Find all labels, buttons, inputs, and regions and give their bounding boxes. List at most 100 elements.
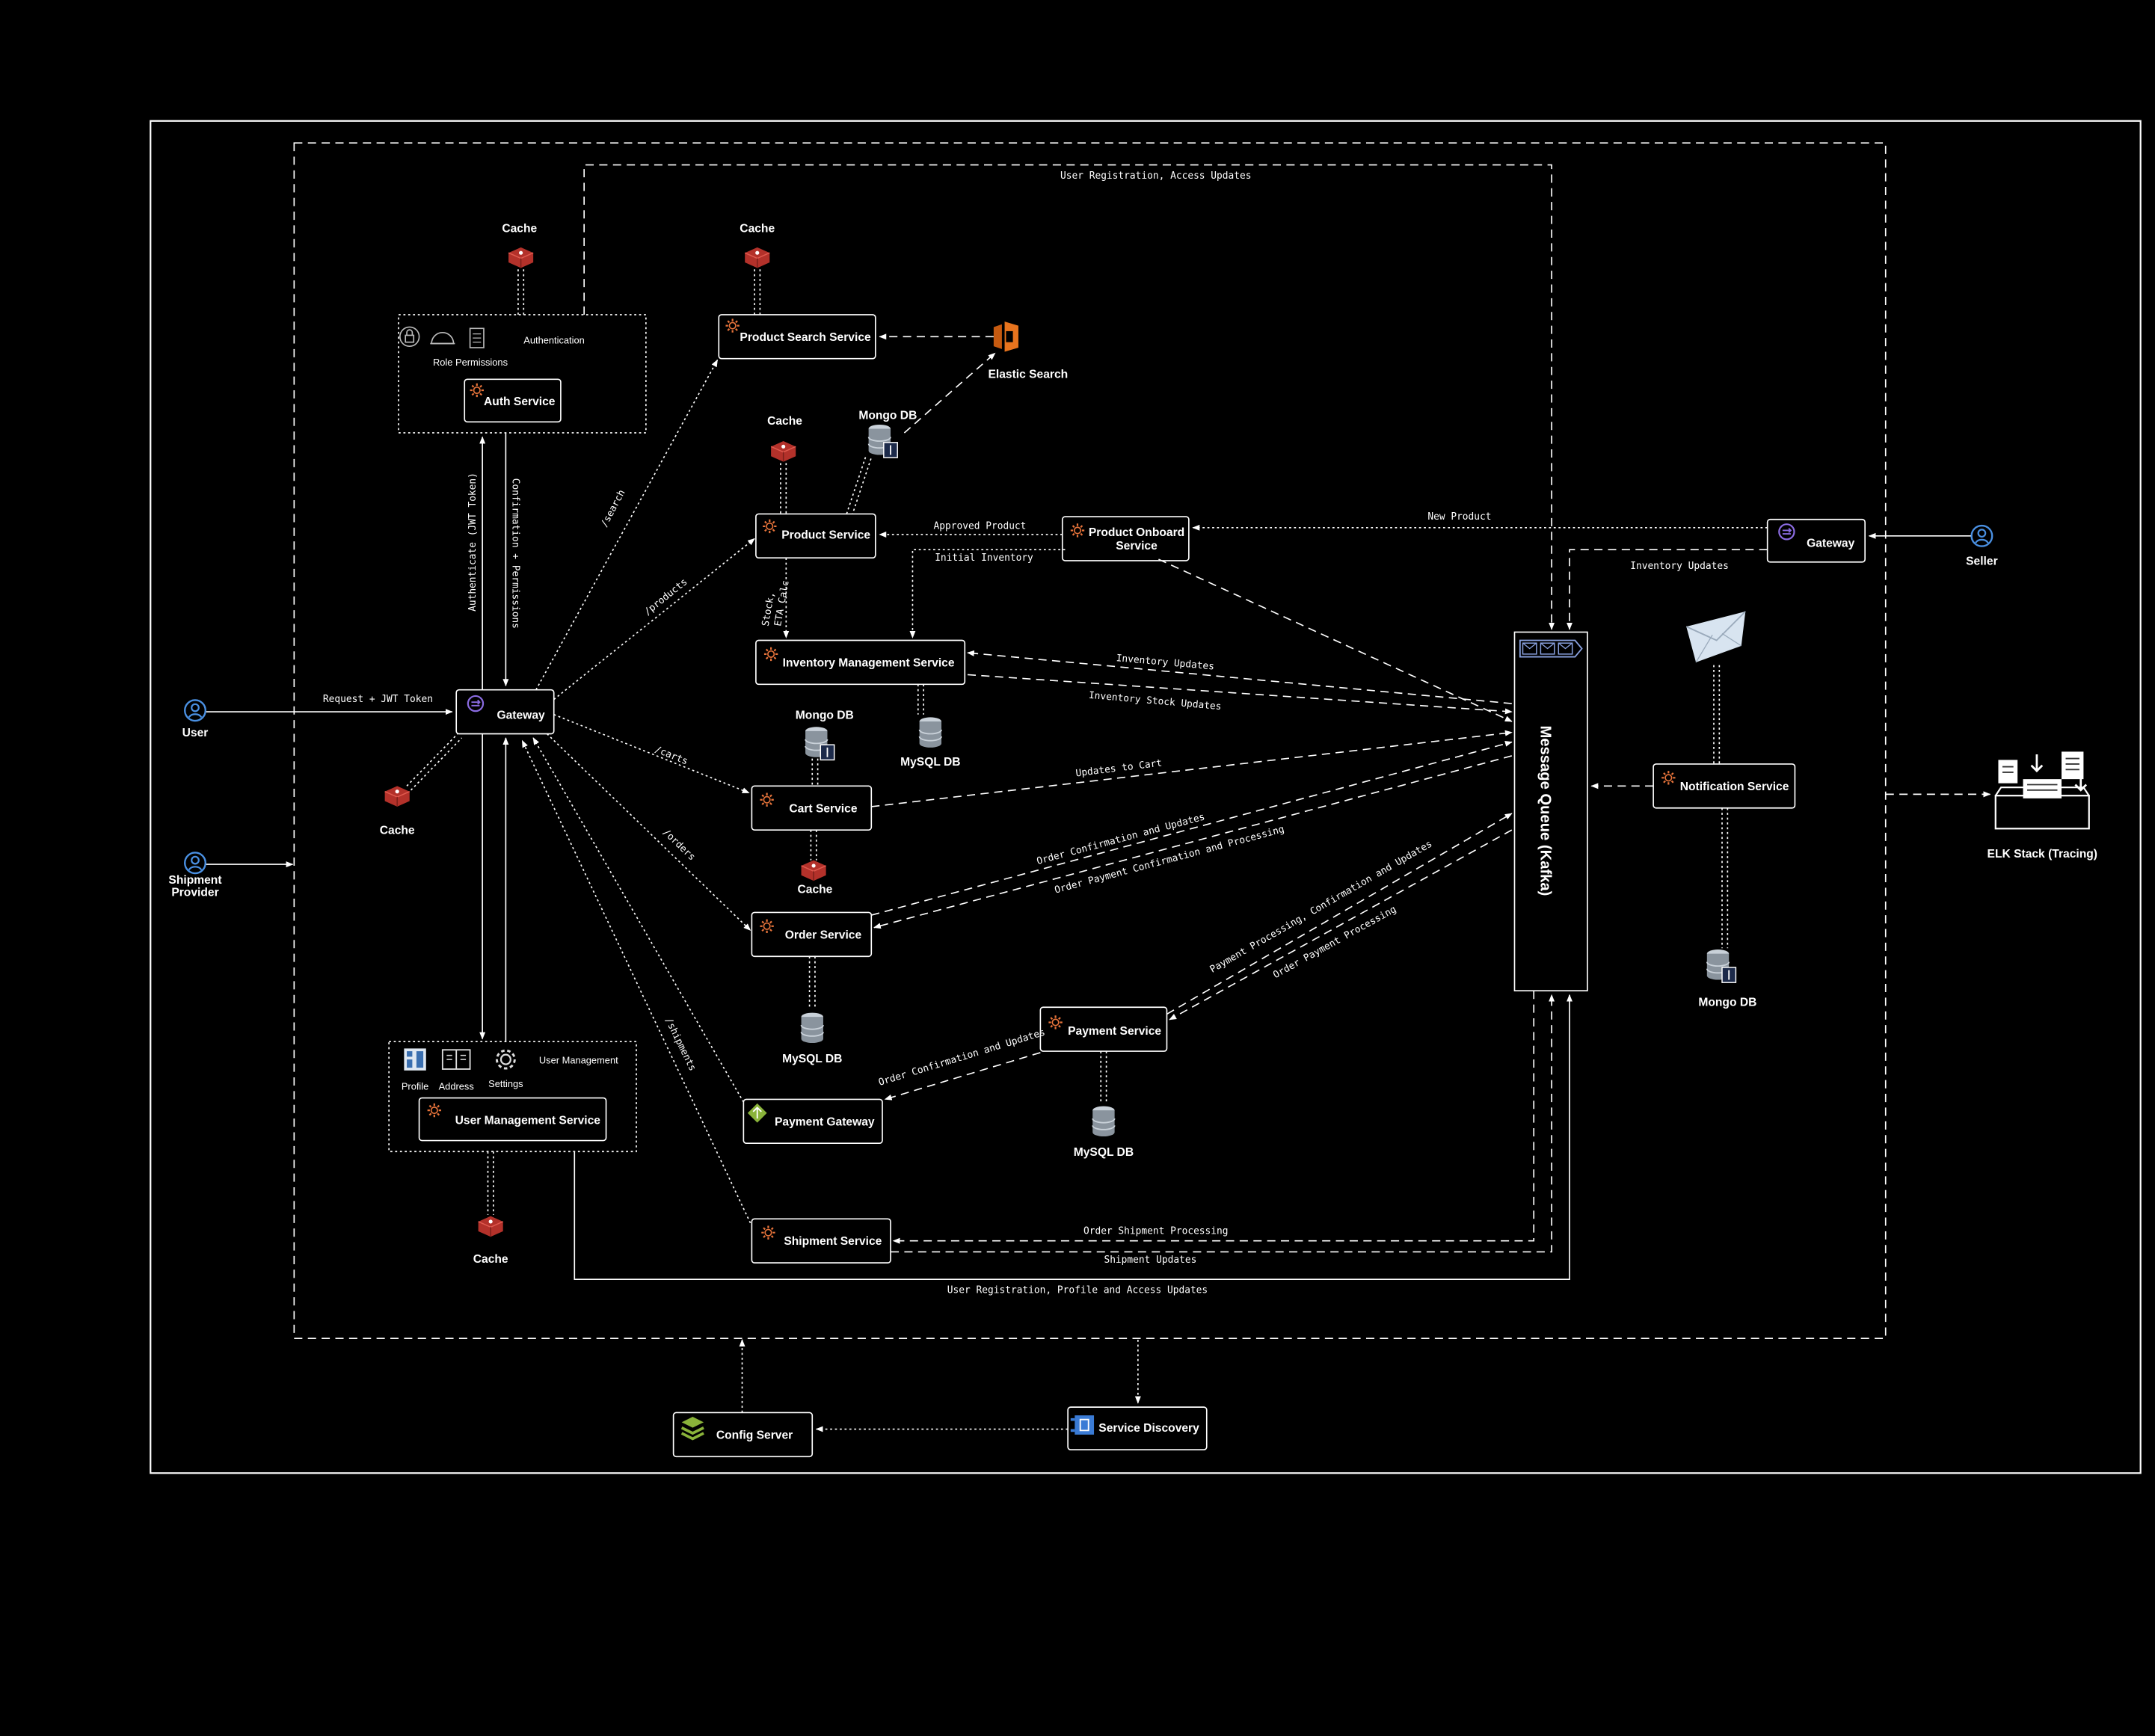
seller-icon[interactable] [1970,524,1993,547]
mongo-db-label: Mongo DB [858,410,917,422]
product-service-label: Product Service [781,529,870,541]
product-onboard-service-label: Service [1116,540,1158,552]
helmet-icon [430,332,455,345]
edge-request-jwt: Request + JWT Token [323,694,433,705]
elk-stack-icon [1994,751,2090,830]
cart-service[interactable] [751,785,873,831]
shipment-provider-label: Shipment [168,874,221,887]
user-management-service-label: User Management Service [455,1114,601,1127]
cart-service-label: Cart Service [789,802,857,815]
elastic-search-icon [993,321,1018,352]
edge-initial-inventory: Initial Inventory [935,552,1033,564]
mongo-db-icon [805,726,835,761]
shipment-service[interactable] [751,1218,891,1263]
settings-gear-icon [495,1049,516,1070]
cache-icon [800,859,827,882]
inventory-management-service[interactable] [755,639,966,686]
user-label: User [182,727,209,739]
order-service[interactable] [751,911,873,958]
edge-shipment-updates: Shipment Updates [1104,1255,1196,1266]
message-queue[interactable] [1513,631,1588,992]
service-discovery[interactable] [1067,1406,1208,1450]
product-service[interactable] [755,513,876,559]
cache-label: Cache [502,223,537,236]
services-boundary [293,142,1887,1340]
edge-approved-product: Approved Product [934,521,1027,532]
edge-shipments: /shipments [663,1016,698,1073]
user-management-label: User Management [539,1055,618,1066]
product-onboard-service-label: Product Onboard [1089,526,1184,539]
cache-icon [744,246,771,269]
config-server[interactable] [672,1412,814,1458]
address-book-icon [441,1049,471,1070]
seller-label: Seller [1966,555,1998,567]
payment-gateway-label: Payment Gateway [775,1115,875,1128]
auth-service-label: Auth Service [484,395,556,408]
shipment-service-label: Shipment Service [784,1235,882,1248]
payment-service-label: Payment Service [1068,1025,1161,1038]
mongo-db-label: Mongo DB [796,709,854,721]
product-search-service[interactable] [718,314,876,360]
cache-icon [770,440,797,463]
gateway-seller-label: Gateway [1807,538,1855,550]
elastic-search-label: Elastic Search [988,368,1068,381]
mysql-db-icon [918,716,942,748]
edge-new-product: New Product [1427,511,1491,523]
cache-icon [508,246,535,269]
config-server-label: Config Server [716,1429,793,1441]
inventory-management-service-label: Inventory Management Service [783,656,955,669]
cache-label: Cache [740,223,775,236]
service-discovery-label: Service Discovery [1098,1422,1199,1435]
edge-inventory-updates-seller: Inventory Updates [1630,561,1729,572]
shipment-provider-icon[interactable] [184,852,206,875]
outer-frame [150,120,2142,1474]
profile-label: Profile [402,1081,428,1092]
edge-updates-to-cart: Updates to Cart [1075,757,1163,779]
edge-orders: /orders [660,827,697,863]
cache-label: Cache [767,415,802,428]
elk-stack-label: ELK Stack (Tracing) [1988,848,2097,861]
edge-confirmation-permissions: Confirmation + Permissions [510,478,521,629]
mysql-db-label: MySQL DB [900,756,960,769]
mysql-db-icon [800,1012,824,1044]
product-onboard-service[interactable] [1061,516,1190,561]
edge-carts: /carts [653,744,689,767]
edge-authenticate-jwt: Authenticate (JWT Token) [467,473,479,612]
mongo-db-icon [1706,949,1737,984]
order-service-label: Order Service [785,929,862,941]
authentication-label: Authentication [523,335,585,346]
gateway-main-label: Gateway [497,709,545,721]
cache-label: Cache [380,825,415,837]
gateway-seller[interactable] [1766,518,1866,563]
payment-gateway[interactable] [743,1098,883,1145]
edge-user-registration-access: User Registration, Access Updates [1060,170,1252,182]
edge-search: /search [599,488,628,529]
user-icon[interactable] [184,699,206,722]
cache-icon [384,785,411,807]
role-permissions-label: Role Permissions [433,357,508,368]
profile-icon [404,1048,426,1071]
message-queue-label: Message Queue (Kafka) [1537,725,1553,896]
gateway-main[interactable] [455,689,555,735]
mysql-db-icon [1092,1105,1116,1137]
user-management-service[interactable] [418,1097,607,1142]
edge-inventory-updates: Inventory Updates [1116,653,1214,672]
edge-user-registration-profile: User Registration, Profile and Access Up… [947,1285,1208,1296]
service-discovery-icon [1070,1415,1095,1435]
edge-inventory-stock-updates: Inventory Stock Updates [1088,690,1222,712]
settings-label: Settings [488,1078,523,1089]
message-queue-icon [1519,639,1583,658]
envelope-icon [1685,611,1746,663]
edge-products: /products [642,576,690,618]
edge-order-confirmation-pg: Order Confirmation and Updates [877,1027,1047,1089]
mongo-db-icon [867,424,899,458]
mongo-db-label: Mongo DB [1698,996,1756,1009]
cache-icon [477,1215,504,1238]
cache-label: Cache [473,1253,508,1266]
lock-icon [399,326,420,348]
auth-service[interactable] [464,378,562,423]
payment-service[interactable] [1039,1006,1168,1052]
product-search-service-label: Product Search Service [740,331,871,344]
notification-service-label: Notification Service [1680,781,1789,793]
